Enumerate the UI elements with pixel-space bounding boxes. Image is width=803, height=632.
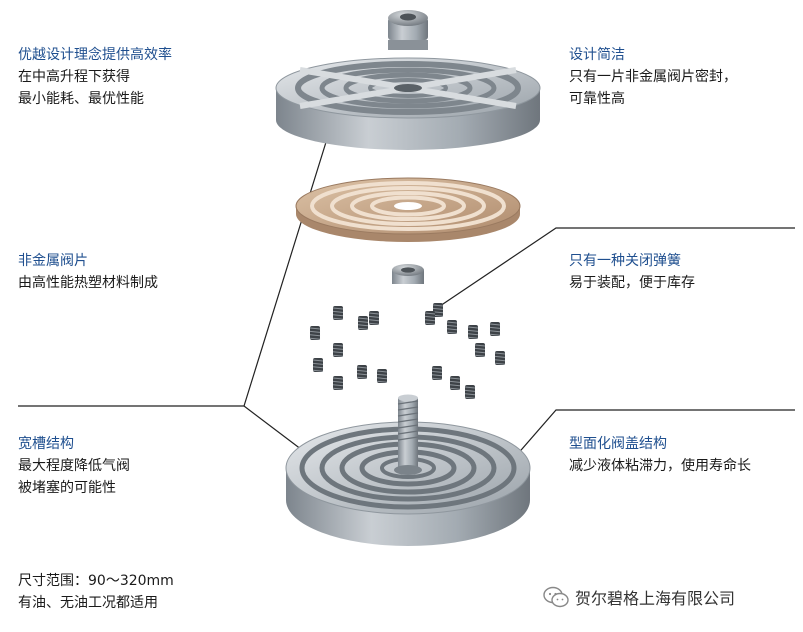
callout-wide-slot: 宽槽结构 最大程度降低气阀 被堵塞的可能性: [18, 433, 130, 499]
valve-seat: [275, 57, 541, 150]
callout-title: 非金属阀片: [18, 253, 88, 269]
spring: [431, 366, 443, 380]
nonmetal-valve-plate: [295, 177, 521, 242]
spring: [309, 326, 321, 340]
spring: [464, 385, 476, 399]
callout-line: 在中高升程下获得: [18, 69, 130, 85]
top-nut: [388, 10, 428, 50]
spring: [368, 311, 380, 325]
callout-efficiency: 优越设计理念提供高效率 在中高升程下获得 最小能耗、最优性能: [18, 44, 172, 110]
spring: [357, 316, 369, 330]
spring: [474, 343, 486, 357]
callout-title: 设计简洁: [569, 47, 625, 63]
callout-line: 最小能耗、最优性能: [18, 91, 144, 107]
callout-nonmetal-plate: 非金属阀片 由高性能热塑材料制成: [18, 250, 158, 294]
size-range: 尺寸范围：90～320mm: [18, 573, 174, 589]
closing-springs: [309, 303, 506, 399]
callout-profiled-guard: 型面化阀盖结构 减少液体粘滞力，使用寿命长: [569, 433, 751, 477]
spring: [332, 376, 344, 390]
callout-title: 型面化阀盖结构: [569, 436, 667, 452]
callout-line: 易于装配，便于库存: [569, 275, 695, 291]
spring: [356, 365, 368, 379]
watermark-text: 贺尔碧格上海有限公司: [575, 589, 736, 608]
callout-simple-design: 设计简洁 只有一片非金属阀片密封， 可靠性高: [569, 44, 737, 110]
spring: [489, 322, 501, 336]
callout-line: 只有一片非金属阀片密封，: [569, 69, 737, 85]
spring: [312, 358, 324, 372]
callout-line: 可靠性高: [569, 91, 625, 107]
wechat-watermark: 贺尔碧格上海有限公司: [543, 585, 735, 609]
spring: [332, 343, 344, 357]
footer-notes: 尺寸范围：90～320mm 有油、无油工况都适用: [18, 570, 174, 614]
spring: [446, 320, 458, 334]
spring: [449, 376, 461, 390]
spring: [424, 311, 436, 325]
center-ring: [392, 264, 424, 284]
wechat-icon: [543, 586, 569, 608]
spring: [332, 306, 344, 320]
callout-line: 由高性能热塑材料制成: [18, 275, 158, 291]
callout-single-spring: 只有一种关闭弹簧 易于装配，便于库存: [569, 250, 695, 294]
callout-line: 减少液体粘滞力，使用寿命长: [569, 458, 751, 474]
valve-guard: [285, 394, 531, 546]
callout-line: 最大程度降低气阀: [18, 458, 130, 474]
callout-line: 被堵塞的可能性: [18, 480, 116, 496]
callout-title: 只有一种关闭弹簧: [569, 253, 681, 269]
leader-line-spring: [439, 227, 795, 307]
spring: [376, 369, 388, 383]
callout-title: 优越设计理念提供高效率: [18, 47, 172, 63]
spring: [467, 325, 479, 339]
spring: [494, 351, 506, 365]
callout-title: 宽槽结构: [18, 436, 74, 452]
usage-note: 有油、无油工况都适用: [18, 595, 158, 611]
